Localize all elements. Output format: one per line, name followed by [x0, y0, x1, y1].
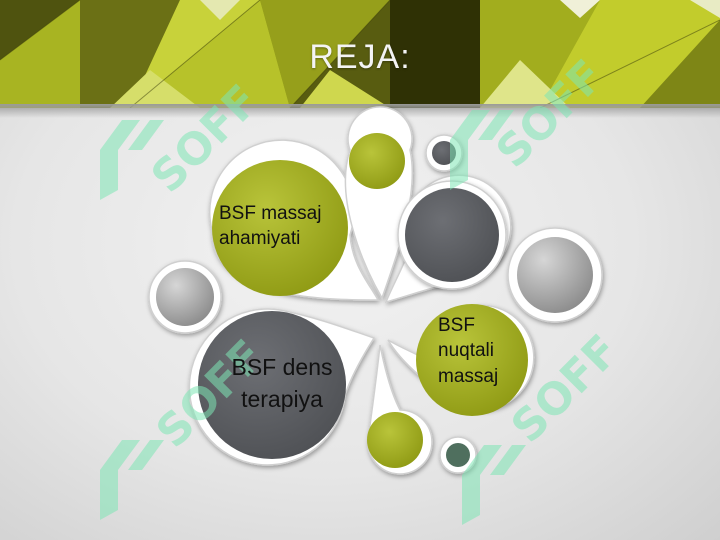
item-label-massaj-ahamiyati: BSF massaj ahamiyati — [219, 203, 322, 249]
watermark-mark — [100, 110, 526, 525]
circle-silver-left — [156, 268, 214, 326]
circle-silver-right — [517, 237, 593, 313]
circle-olive-small-top — [349, 133, 405, 189]
header-pattern — [0, 0, 720, 108]
slide-title: REJA: — [309, 38, 411, 76]
circle-olive-nuqtali — [416, 304, 528, 416]
item-label-nuqtali-massaj: BSF nuqtali massaj — [438, 315, 499, 387]
header-shadow — [0, 104, 720, 118]
circle-teal-tiny-bottom — [446, 443, 470, 467]
header-banner: REJA: — [0, 0, 720, 108]
circle-olive-small-bottom — [367, 412, 423, 468]
item-label-dens-terapiya: BSF dens terapiya — [231, 354, 333, 412]
circle-gray-large — [405, 188, 499, 282]
circle-gray-dens — [198, 311, 346, 459]
circle-olive-massaj — [212, 160, 348, 296]
